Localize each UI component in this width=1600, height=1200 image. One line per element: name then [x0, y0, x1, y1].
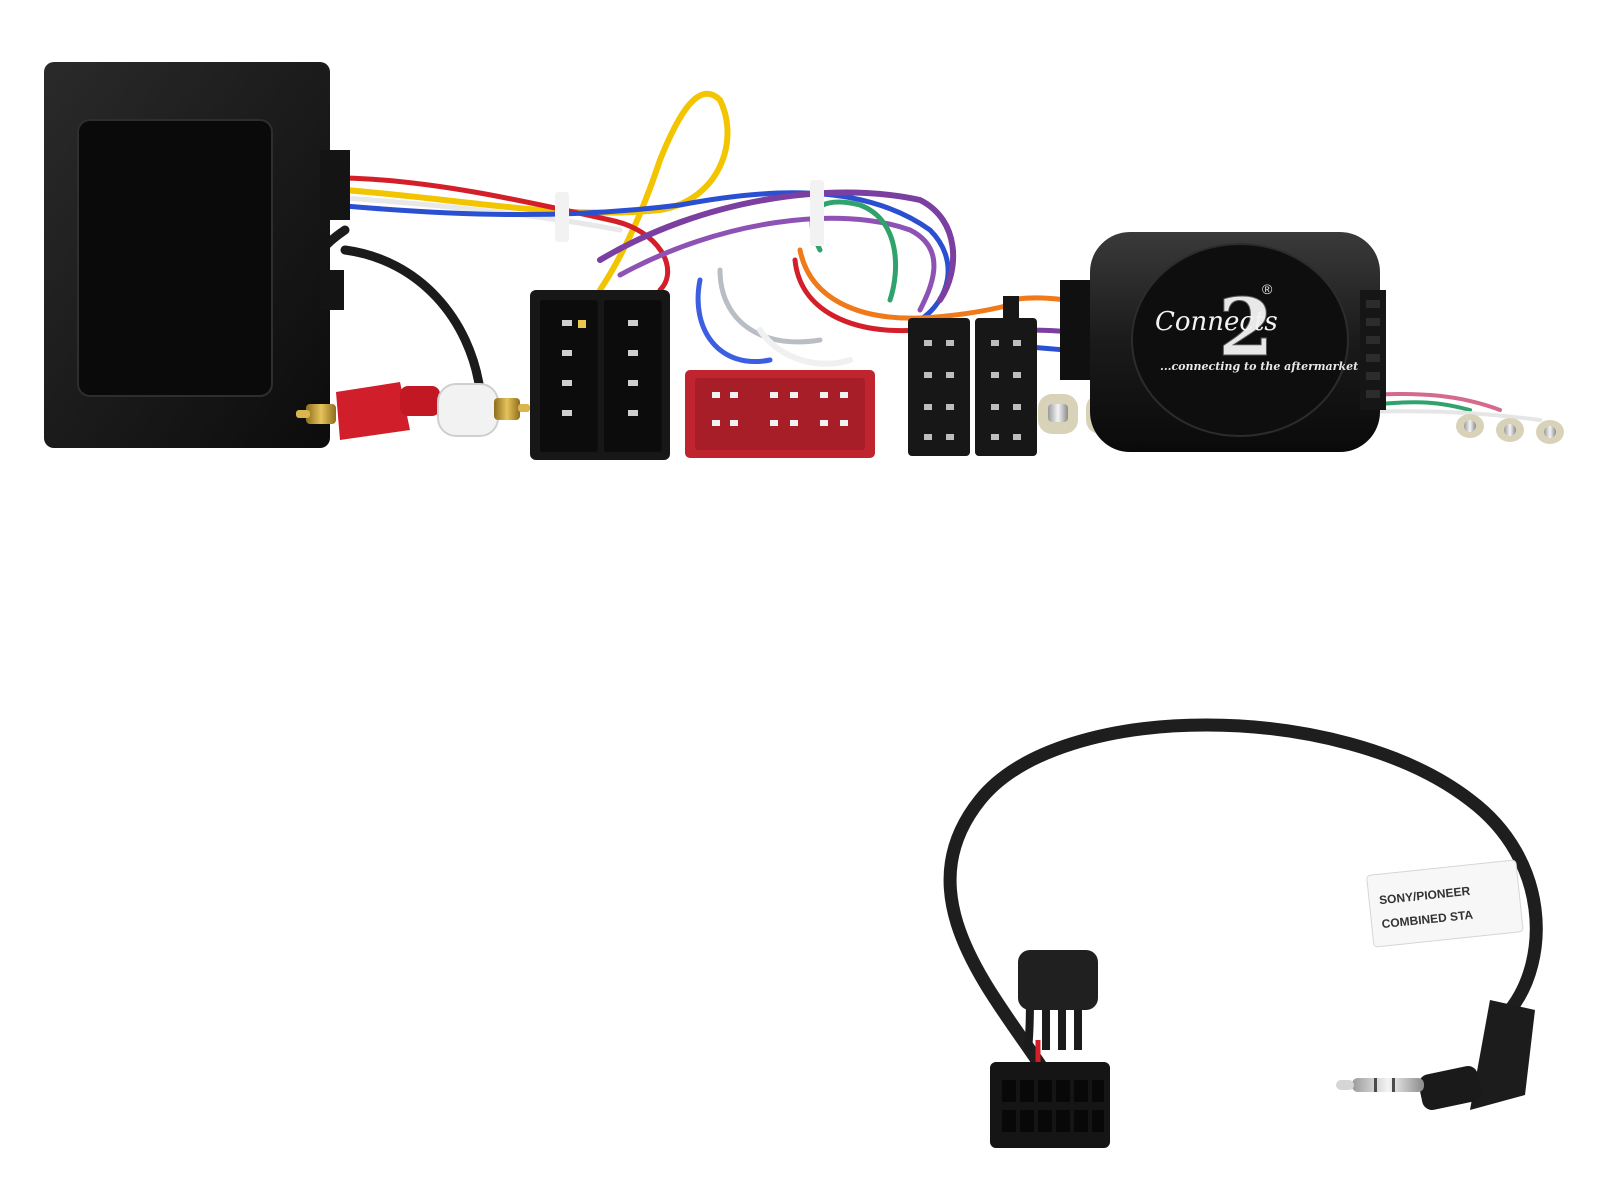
wire-orange: [797, 247, 1013, 321]
iso-connector: [530, 290, 670, 460]
cable-tie-2: [810, 180, 824, 246]
logo-script: Connects: [1155, 307, 1278, 337]
wire-purple-2: [617, 215, 937, 313]
wire-yellow: [342, 90, 731, 293]
jack-plug: [1336, 1000, 1535, 1110]
wire-grey: [717, 267, 823, 345]
lead-cable: [943, 718, 1543, 1087]
molex-connector: [990, 1062, 1110, 1148]
rca-plug-white: [437, 383, 530, 437]
patch-lead: SONY/PIONEER COMBINED STA: [943, 718, 1543, 1087]
wire-purple-1: [597, 189, 957, 303]
red-connector: [685, 370, 875, 458]
cable-label-sticker: SONY/PIONEER COMBINED STA: [1366, 859, 1524, 948]
wire-loom: [294, 90, 1542, 422]
wire-red-2: [792, 257, 923, 334]
heat-shrink: [1018, 950, 1098, 1010]
wire-blue-2: [695, 277, 773, 364]
registered-mark: ®: [1262, 281, 1273, 297]
interface-box: [44, 62, 350, 448]
logo-tagline: ...connecting to the aftermarket: [1160, 360, 1358, 373]
logo-numeral: 2: [1218, 280, 1274, 374]
rca-plug-red: [296, 382, 440, 440]
wire-black-rca-2: [340, 245, 485, 395]
steering-control-module: [1060, 232, 1386, 452]
ring-terminals: [1456, 414, 1564, 444]
cable-tie: [555, 192, 569, 242]
wire-pink: [1368, 391, 1502, 412]
brand-logo: 2 Connects ® ...connecting to the afterm…: [1155, 280, 1358, 375]
wire-white-1: [342, 195, 623, 233]
wire-blue-1: [342, 190, 951, 323]
wire-white-2: [757, 327, 853, 367]
iso-connector-pair: [908, 296, 1037, 456]
wire-white-3: [1368, 409, 1542, 422]
